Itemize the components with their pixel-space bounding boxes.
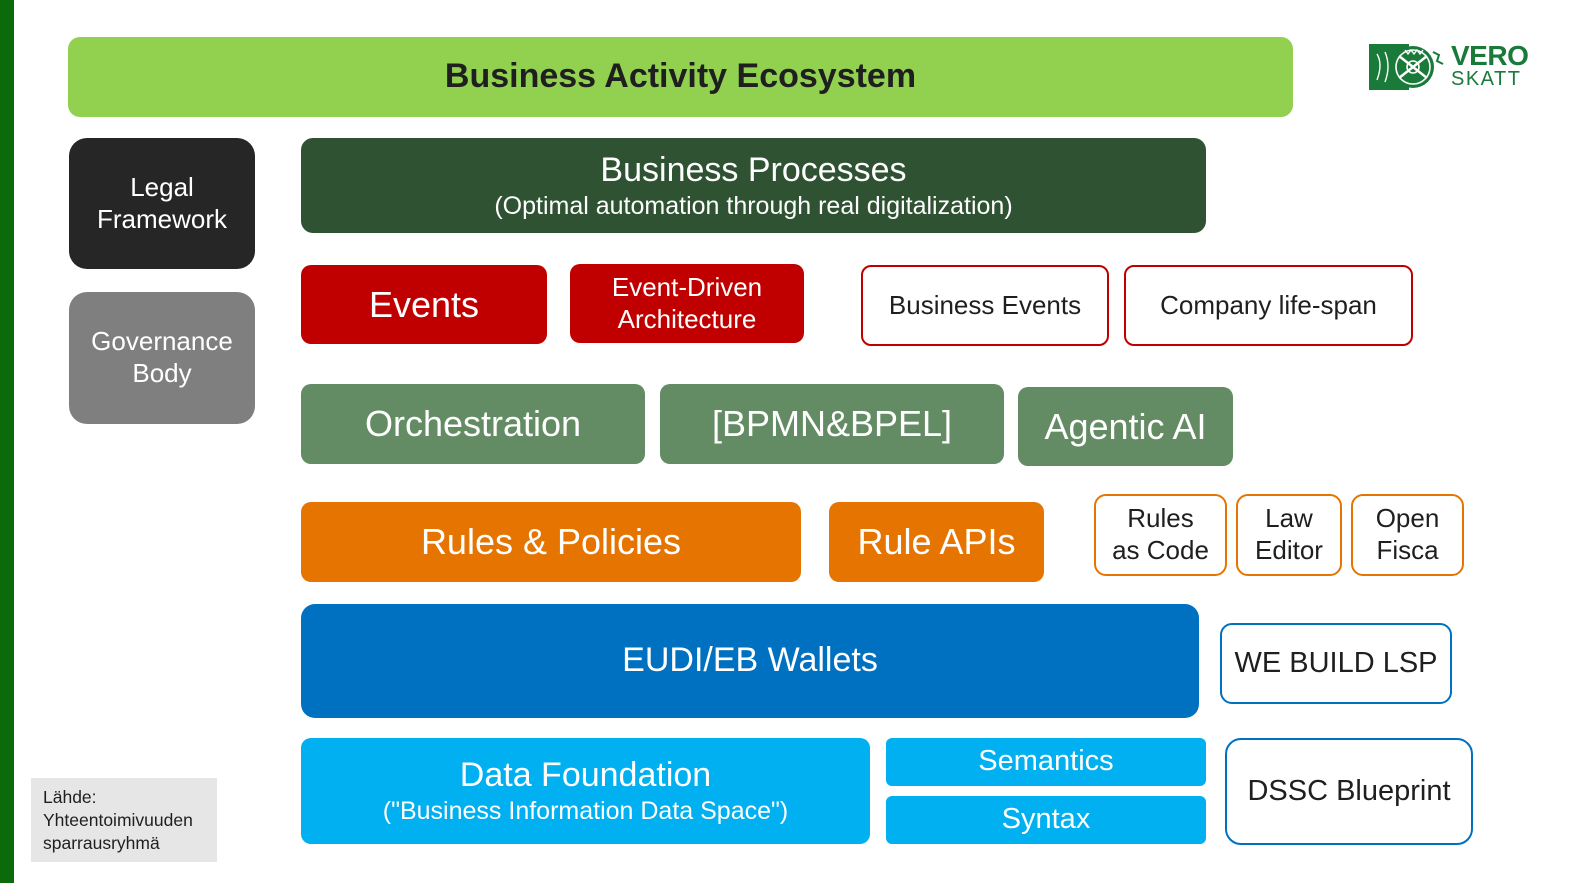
vero-skatt-logo: VERO SKATT xyxy=(1369,40,1529,90)
logo-skatt-text: SKATT xyxy=(1451,68,1522,90)
business-processes-subtitle: (Optimal automation through real digital… xyxy=(494,191,1013,220)
data-foundation-box: Data Foundation ("Business Information D… xyxy=(301,738,870,844)
left-accent-bar xyxy=(0,0,14,883)
vero-emblem-icon xyxy=(1369,44,1444,90)
data-foundation-title: Data Foundation xyxy=(459,756,712,795)
event-driven-architecture-box: Event-Driven Architecture xyxy=(570,264,804,343)
rules-policies-box: Rules & Policies xyxy=(301,502,801,582)
legal-framework-box: Legal Framework xyxy=(69,138,255,269)
data-foundation-subtitle: ("Business Information Data Space") xyxy=(382,797,789,826)
company-life-span-box: Company life-span xyxy=(1124,265,1413,346)
business-events-box: Business Events xyxy=(861,265,1109,346)
governance-body-box: Governance Body xyxy=(69,292,255,424)
logo-vero-text: VERO xyxy=(1451,40,1529,71)
we-build-lsp-box: WE BUILD LSP xyxy=(1220,623,1452,704)
dssc-blueprint-box: DSSC Blueprint xyxy=(1225,738,1473,845)
rules-as-code-box: Rules as Code xyxy=(1094,494,1227,576)
source-note: Lähde: Yhteentoimivuuden sparrausryhmä xyxy=(31,778,217,862)
eudi-eb-wallets-box: EUDI/EB Wallets xyxy=(301,604,1199,718)
semantics-box: Semantics xyxy=(886,738,1206,786)
syntax-box: Syntax xyxy=(886,796,1206,844)
events-box: Events xyxy=(301,265,547,344)
page-title: Business Activity Ecosystem xyxy=(68,37,1293,117)
business-processes-box: Business Processes (Optimal automation t… xyxy=(301,138,1206,233)
law-editor-box: Law Editor xyxy=(1236,494,1342,576)
orchestration-box: Orchestration xyxy=(301,384,645,464)
agentic-ai-box: Agentic AI xyxy=(1018,387,1233,466)
business-processes-title: Business Processes xyxy=(600,150,907,189)
bpmn-bpel-box: [BPMN&BPEL] xyxy=(660,384,1004,464)
rule-apis-box: Rule APIs xyxy=(829,502,1044,582)
open-fisca-box: Open Fisca xyxy=(1351,494,1464,576)
